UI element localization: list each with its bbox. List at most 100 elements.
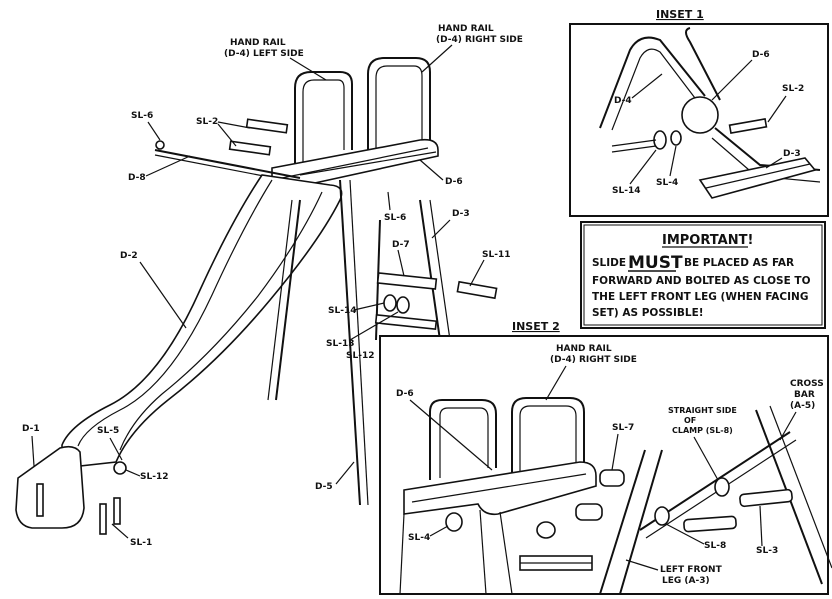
rung-d7-part <box>376 272 438 290</box>
leader-line <box>625 559 659 571</box>
inset1-label-d4: D-4 <box>614 96 632 106</box>
important-line3: THE LEFT FRONT LEG (WHEN FACING <box>592 291 808 303</box>
leader-line <box>767 95 787 123</box>
nut-icon <box>445 512 463 532</box>
slide-d2-part <box>61 174 343 469</box>
important-frame <box>580 221 826 329</box>
inset2-leg-a3 <box>599 449 646 595</box>
leader-line <box>31 435 35 467</box>
spring-sl2-part <box>245 118 289 134</box>
label-hand-rail-right-l1: HAND RAIL <box>438 24 494 34</box>
bolt-icon <box>728 118 768 134</box>
inset1-bolt-line <box>611 145 657 153</box>
leg-part <box>275 199 301 401</box>
slide-inner-line <box>77 179 273 447</box>
label-d5: D-5 <box>315 482 333 492</box>
leg-part <box>339 179 361 506</box>
inset1-channel-line <box>705 163 811 189</box>
leader-line <box>111 523 129 539</box>
label-hand-rail-left-l2: (D-4) LEFT SIDE <box>224 49 304 59</box>
leader-line <box>779 411 797 441</box>
label-sl6-top: SL-6 <box>131 111 153 121</box>
leader-line <box>693 436 719 481</box>
main-assembly-drawing: HAND RAIL (D-4) LEFT SIDE HAND RAIL (D-4… <box>15 24 523 548</box>
leader-line <box>109 437 123 461</box>
inset-2-title: INSET 2 <box>512 320 560 333</box>
leader-line <box>217 121 251 129</box>
leader-line <box>387 191 391 211</box>
leader-line <box>353 302 385 311</box>
leader-line <box>711 59 753 101</box>
inset2-hand-rail-left-inner <box>439 407 489 478</box>
leader-line <box>419 159 444 181</box>
label-sl2: SL-2 <box>196 117 218 127</box>
inset2-sleeve <box>575 503 603 521</box>
important-line1-post: BE PLACED AS FAR <box>684 257 794 269</box>
inset2-hand-rail-right <box>511 397 585 478</box>
inset2-label-straight-l3: CLAMP (SL-8) <box>672 426 733 435</box>
important-line1-pre: SLIDE <box>592 257 626 269</box>
bolt-icon <box>456 280 498 300</box>
label-sl5: SL-5 <box>97 426 119 436</box>
inset-1-title: INSET 1 <box>656 8 704 21</box>
leader-line <box>665 523 705 545</box>
label-d8: D-8 <box>128 173 146 183</box>
hand-rail-right-part <box>367 57 431 160</box>
leader-line <box>335 461 355 485</box>
platform-edge-line <box>299 151 437 176</box>
nut-icon <box>396 296 410 314</box>
important-line2: FORWARD AND BOLTED AS CLOSE TO <box>592 275 811 287</box>
leg-edge <box>349 179 369 506</box>
inset2-label-cross-l3: (A-5) <box>790 401 815 411</box>
leg-edge <box>429 199 451 341</box>
leader-line <box>629 149 657 185</box>
inset2-label-d6: D-6 <box>396 389 414 399</box>
label-d3: D-3 <box>452 209 470 219</box>
slide-inner-line <box>119 191 323 451</box>
leader-line <box>289 57 327 81</box>
leader-line <box>469 259 485 287</box>
inset1-label-sl4: SL-4 <box>656 178 678 188</box>
hand-rail-left-part <box>294 71 353 168</box>
inset2-label-cross-l2: BAR <box>794 390 815 400</box>
inset2-label-leg-l2: LEG (A-3) <box>662 576 710 586</box>
inset2-platform-line <box>411 473 587 503</box>
inset1-hand-rail-inner <box>611 48 699 131</box>
platform-edge-line <box>281 147 429 179</box>
inset2-leg-a3-edge <box>619 449 663 595</box>
leader-line <box>765 157 783 169</box>
leg-d3-part <box>419 199 441 341</box>
clamp-icon <box>714 477 730 497</box>
inset2-label-sl7: SL-7 <box>612 423 634 433</box>
label-sl11: SL-11 <box>482 250 510 260</box>
inset2-label-sl4: SL-4 <box>408 533 430 543</box>
inset1-label-d3: D-3 <box>783 149 801 159</box>
inset2-label-sl8: SL-8 <box>704 541 726 551</box>
important-notice: IMPORTANT! SLIDE MUST BE PLACED AS FAR F… <box>580 221 826 329</box>
label-sl12-bot: SL-12 <box>140 472 168 482</box>
inset2-cross-leg-edge <box>769 405 832 569</box>
inset2-sleeve-sl7 <box>599 469 625 487</box>
label-sl14: SL-14 <box>328 306 356 316</box>
leader-line <box>421 44 453 73</box>
leader-line <box>125 469 141 477</box>
inset2-label-cross-l1: CROSS <box>790 379 824 389</box>
bolt-icon <box>99 503 107 535</box>
leg-edge <box>267 199 293 401</box>
important-line4: SET) AS POSSIBLE! <box>592 307 704 319</box>
nut-icon <box>113 461 127 475</box>
leader-line <box>759 505 763 547</box>
inset2-label-straight-l1: STRAIGHT SIDE <box>668 406 737 415</box>
inset2-label-sl3: SL-3 <box>756 546 778 556</box>
leader-line <box>349 311 399 341</box>
leader-line <box>631 73 663 99</box>
label-d2: D-2 <box>120 251 138 261</box>
label-sl6-mid: SL-6 <box>384 213 406 223</box>
inset-2-frame <box>379 335 829 595</box>
label-d6: D-6 <box>445 177 463 187</box>
inset2-hand-rail-left <box>429 399 497 480</box>
leader-line <box>397 249 405 277</box>
inset1-label-sl14: SL-14 <box>612 186 640 196</box>
inset2-label-hand-rail-l1: HAND RAIL <box>556 344 612 354</box>
